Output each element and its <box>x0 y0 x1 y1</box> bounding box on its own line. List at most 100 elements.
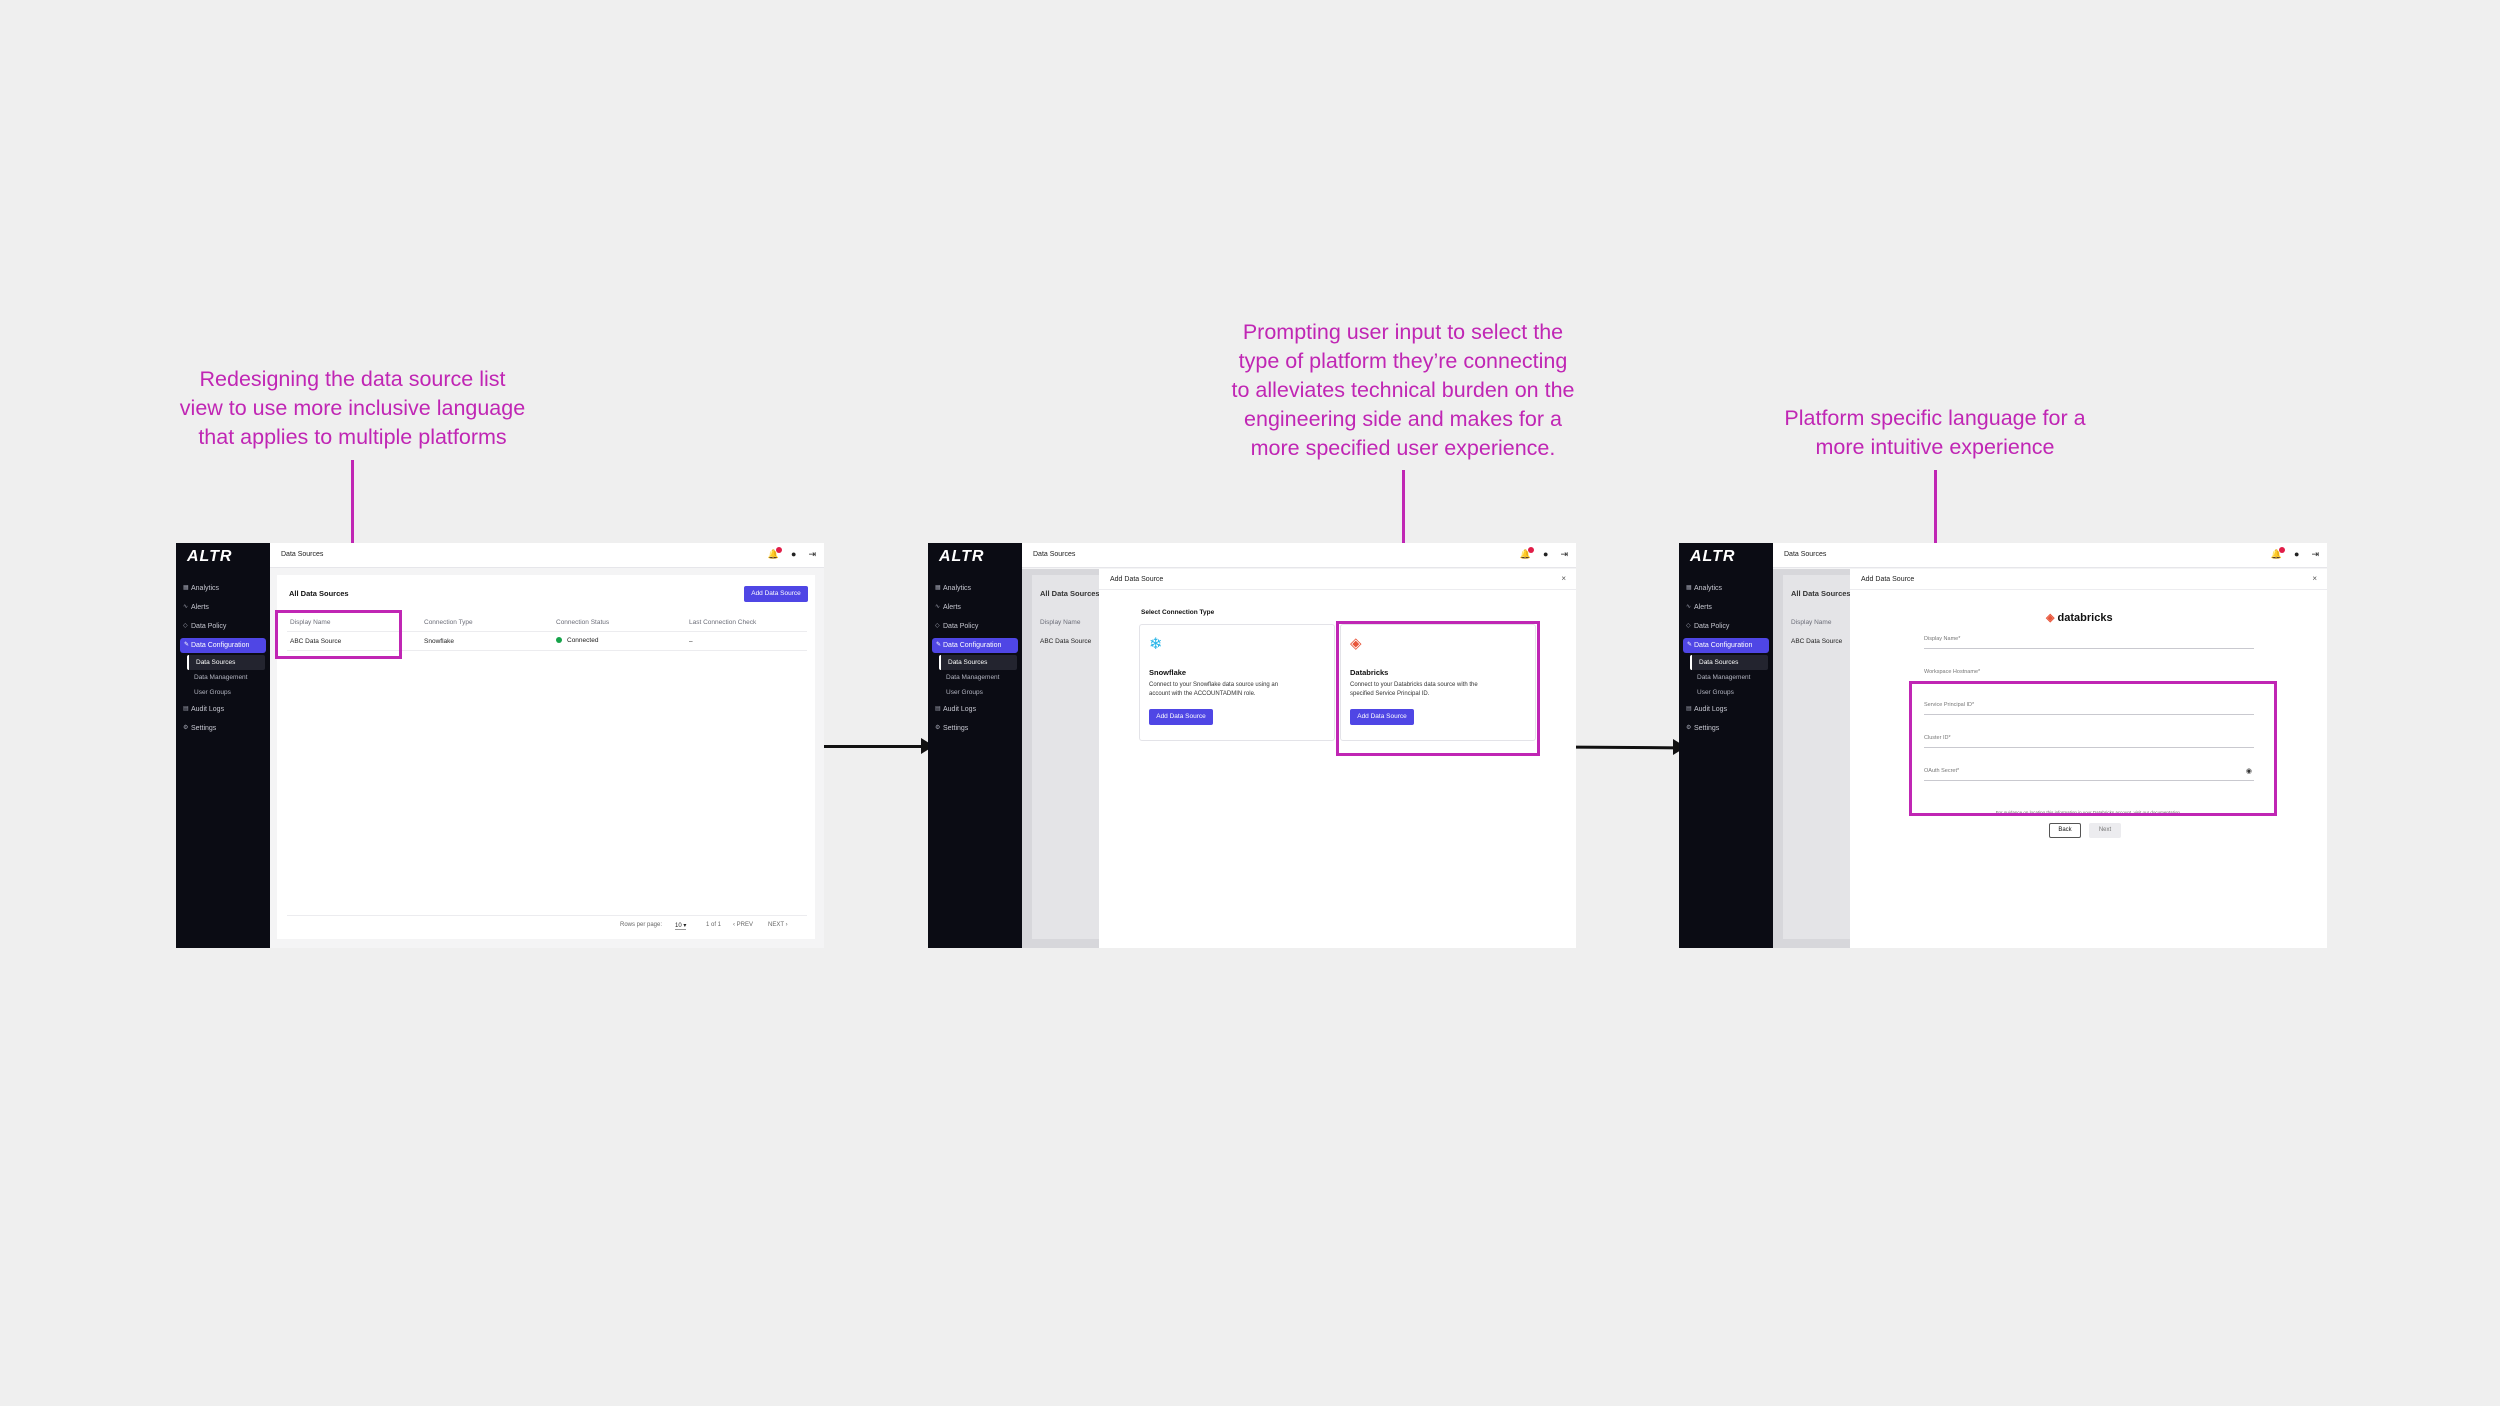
column-connection-type[interactable]: Connection Type <box>424 619 473 626</box>
nav-data-sources[interactable]: Data Sources <box>1690 655 1768 670</box>
nav-data-sources[interactable]: Data Sources <box>187 655 265 670</box>
nav-user-groups[interactable]: User Groups <box>946 689 983 696</box>
help-icon[interactable]: ● <box>1543 549 1549 559</box>
snowflake-icon: ❄ <box>1149 636 1163 653</box>
logout-icon[interactable]: ⇥ <box>1560 549 1568 559</box>
cluster-id-field[interactable]: Cluster ID* <box>1924 734 2254 748</box>
add-data-source-button[interactable]: Add Data Source <box>744 586 808 602</box>
eye-icon[interactable]: ◉ <box>2245 768 2252 775</box>
nav-user-groups[interactable]: User Groups <box>1697 689 1734 696</box>
help-icon[interactable]: ● <box>791 549 797 559</box>
databricks-title: Databricks <box>1350 668 1389 677</box>
help-icon[interactable]: ● <box>2294 549 2300 559</box>
help-text: For guidance on locating this informatio… <box>1995 810 2182 815</box>
row-last-check: – <box>689 638 693 645</box>
nav-data-configuration[interactable]: ✎Data Configuration <box>932 638 1018 653</box>
nav-data-management[interactable]: Data Management <box>194 674 248 681</box>
row-connection-status: Connected <box>556 637 598 644</box>
rows-per-page-select[interactable]: 10 ▾ <box>675 923 687 930</box>
nav-data-configuration[interactable]: ✎Data Configuration <box>1683 638 1769 653</box>
bell-icon[interactable]: 🔔 <box>2271 547 2286 560</box>
bell-icon[interactable]: 🔔 <box>768 547 783 560</box>
databricks-description: Connect to your Databricks data source w… <box>1350 682 1478 697</box>
nav-analytics[interactable]: ▦Analytics <box>176 579 270 598</box>
nav-analytics[interactable]: ▦Analytics <box>928 579 1022 598</box>
nav-alerts[interactable]: ∿Alerts <box>928 598 1022 617</box>
modal-header-divider <box>1850 589 2327 590</box>
logout-icon[interactable]: ⇥ <box>2311 549 2319 559</box>
nav-settings[interactable]: ⚙Settings <box>1679 719 1773 738</box>
nav-settings[interactable]: ⚙Settings <box>176 719 270 738</box>
databricks-add-button[interactable]: Add Data Source <box>1350 709 1414 725</box>
topbar-icons: 🔔 ● ⇥ <box>768 547 816 560</box>
alerts-icon: ∿ <box>1686 604 1692 610</box>
nav-data-management[interactable]: Data Management <box>946 674 1000 681</box>
data-sources-card-dimmed: All Data Sources Display Name ABC Data S… <box>1032 575 1102 939</box>
snowflake-card[interactable]: ❄ Snowflake Connect to your Snowflake da… <box>1139 624 1335 741</box>
gear-icon: ⚙ <box>935 725 941 731</box>
nav-audit-logs[interactable]: ▤Audit Logs <box>1679 700 1773 719</box>
nav-data-management[interactable]: Data Management <box>1697 674 1751 681</box>
column-display-name[interactable]: Display Name <box>290 619 331 626</box>
close-icon[interactable]: × <box>2312 574 2317 583</box>
display-name-field[interactable]: Display Name* <box>1924 635 2254 649</box>
topbar-icons: 🔔 ● ⇥ <box>1520 547 1568 560</box>
snowflake-description: Connect to your Snowflake data source us… <box>1149 682 1279 697</box>
notification-dot <box>1528 547 1535 553</box>
add-data-source-modal: Add Data Source × ◈ databricks Display N… <box>1850 569 2327 948</box>
nav-alerts[interactable]: ∿Alerts <box>176 598 270 617</box>
next-button[interactable]: Next <box>2089 823 2121 838</box>
back-button[interactable]: Back <box>2049 823 2081 838</box>
card-title: All Data Sources <box>1791 589 1851 598</box>
nav-analytics[interactable]: ▦Analytics <box>1679 579 1773 598</box>
next-button[interactable]: NEXT › <box>768 922 788 928</box>
modal-title: Add Data Source <box>1110 576 1164 583</box>
shield-icon: ◇ <box>1686 623 1691 629</box>
bell-icon[interactable]: 🔔 <box>1520 547 1535 560</box>
nav-audit-logs[interactable]: ▤Audit Logs <box>176 700 270 719</box>
nav-data-configuration[interactable]: ✎Data Configuration <box>180 638 266 653</box>
nav-data-policy[interactable]: ◇Data Policy <box>176 617 270 636</box>
topbar: Data Sources 🔔 ● ⇥ <box>1022 543 1576 568</box>
annotation-list-view: Redesigning the data source list view to… <box>179 367 526 449</box>
shield-icon: ◇ <box>935 623 940 629</box>
databricks-icon: ◈ <box>2046 612 2055 624</box>
analytics-icon: ▦ <box>935 585 941 591</box>
nav-data-sources[interactable]: Data Sources <box>939 655 1017 670</box>
workspace-hostname-field[interactable]: Workspace Hostname* <box>1924 668 2254 682</box>
connected-status-icon <box>556 637 562 644</box>
wrench-icon: ✎ <box>936 642 942 648</box>
nav-alerts[interactable]: ∿Alerts <box>1679 598 1773 617</box>
gear-icon: ⚙ <box>183 725 189 731</box>
prev-button[interactable]: ‹ PREV <box>733 922 754 928</box>
header-divider <box>287 631 807 632</box>
nav-data-policy[interactable]: ◇Data Policy <box>1679 617 1773 636</box>
column-connection-status[interactable]: Connection Status <box>556 619 610 626</box>
data-sources-card: All Data Sources Add Data Source Display… <box>277 575 815 939</box>
nav-user-groups[interactable]: User Groups <box>194 689 231 696</box>
service-principal-id-field[interactable]: Service Principal ID* <box>1924 701 2254 715</box>
column-display-name: Display Name <box>1791 619 1832 626</box>
logout-icon[interactable]: ⇥ <box>808 549 816 559</box>
databricks-card[interactable]: ◈ Databricks Connect to your Databricks … <box>1340 624 1536 741</box>
modal-header-divider <box>1099 589 1576 590</box>
wrench-icon: ✎ <box>184 642 190 648</box>
oauth-secret-field[interactable]: OAuth Secret*◉ <box>1924 767 2254 781</box>
analytics-icon: ▦ <box>1686 585 1692 591</box>
nav-data-policy[interactable]: ◇Data Policy <box>928 617 1022 636</box>
nav-settings[interactable]: ⚙Settings <box>928 719 1022 738</box>
flow-arrow-line <box>1574 745 1677 749</box>
altr-logo: ALTR <box>187 548 233 565</box>
column-last-connection-check[interactable]: Last Connection Check <box>689 619 757 626</box>
breadcrumb: Data Sources <box>1784 551 1827 558</box>
modal-title: Add Data Source <box>1861 576 1915 583</box>
nav-audit-logs[interactable]: ▤Audit Logs <box>928 700 1022 719</box>
audit-icon: ▤ <box>1686 706 1692 712</box>
gear-icon: ⚙ <box>1686 725 1692 731</box>
highlight-list-row <box>275 610 402 659</box>
row-display-name[interactable]: ABC Data Source <box>290 638 342 645</box>
sidebar: ALTR ▦Analytics ∿Alerts ◇Data Policy ✎Da… <box>1679 543 1773 948</box>
snowflake-add-button[interactable]: Add Data Source <box>1149 709 1213 725</box>
close-icon[interactable]: × <box>1561 574 1566 583</box>
